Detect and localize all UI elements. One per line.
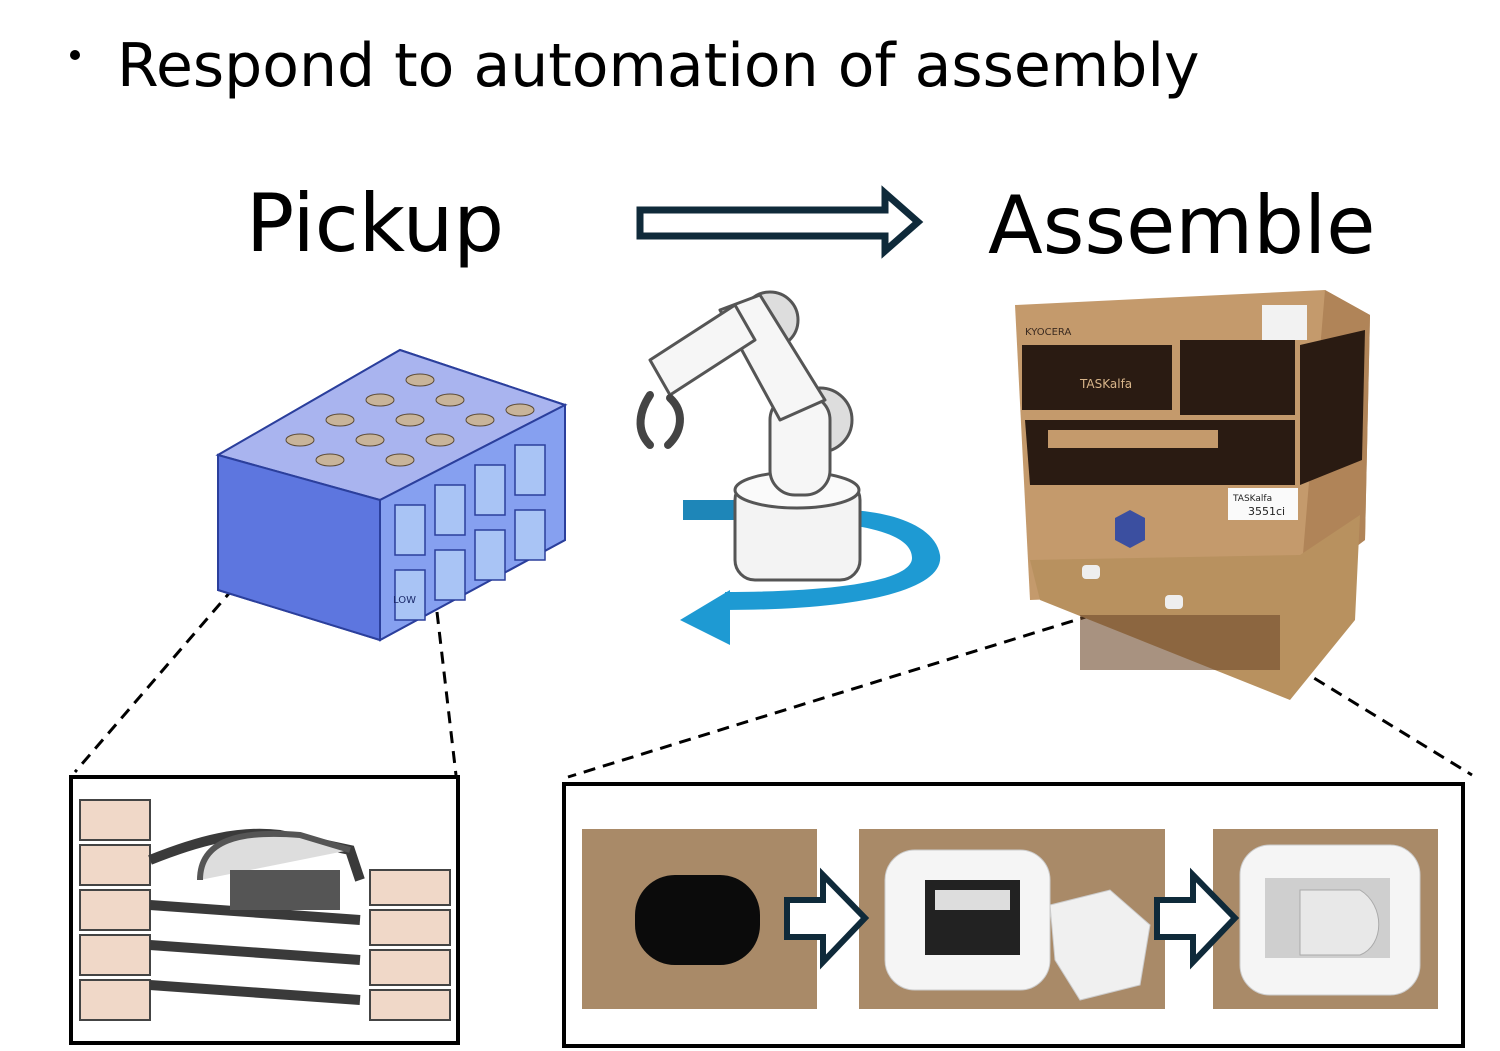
box-label-model: 3551ci [1248,505,1285,518]
slide-title: Respond to automation of assembly [117,31,1200,101]
robot-arm-icon [636,290,941,645]
step1-photo-hole [582,829,817,1009]
step3-photo-assembled [1213,829,1438,1009]
crate-detail-inset [69,775,460,1045]
parts-crate-image: LOW [215,348,568,642]
bullet-point [70,50,80,60]
pickup-label: Pickup [246,177,505,270]
printer-box-image: KYOCERA TASKalfa TASKalfa 3551ci [1015,290,1370,700]
process-arrow-icon [636,185,924,259]
step2-photo-insert [859,829,1165,1009]
assemble-label: Assemble [988,179,1376,272]
step-arrow-icon [784,867,1240,970]
box-label-product: TASKalfa [1232,494,1272,504]
box-brand-text: KYOCERA [1025,327,1071,338]
box-product-text: TASKalfa [1079,377,1132,391]
assembly-steps-inset [562,782,1465,1048]
crate-side-label: LOW [393,595,416,606]
